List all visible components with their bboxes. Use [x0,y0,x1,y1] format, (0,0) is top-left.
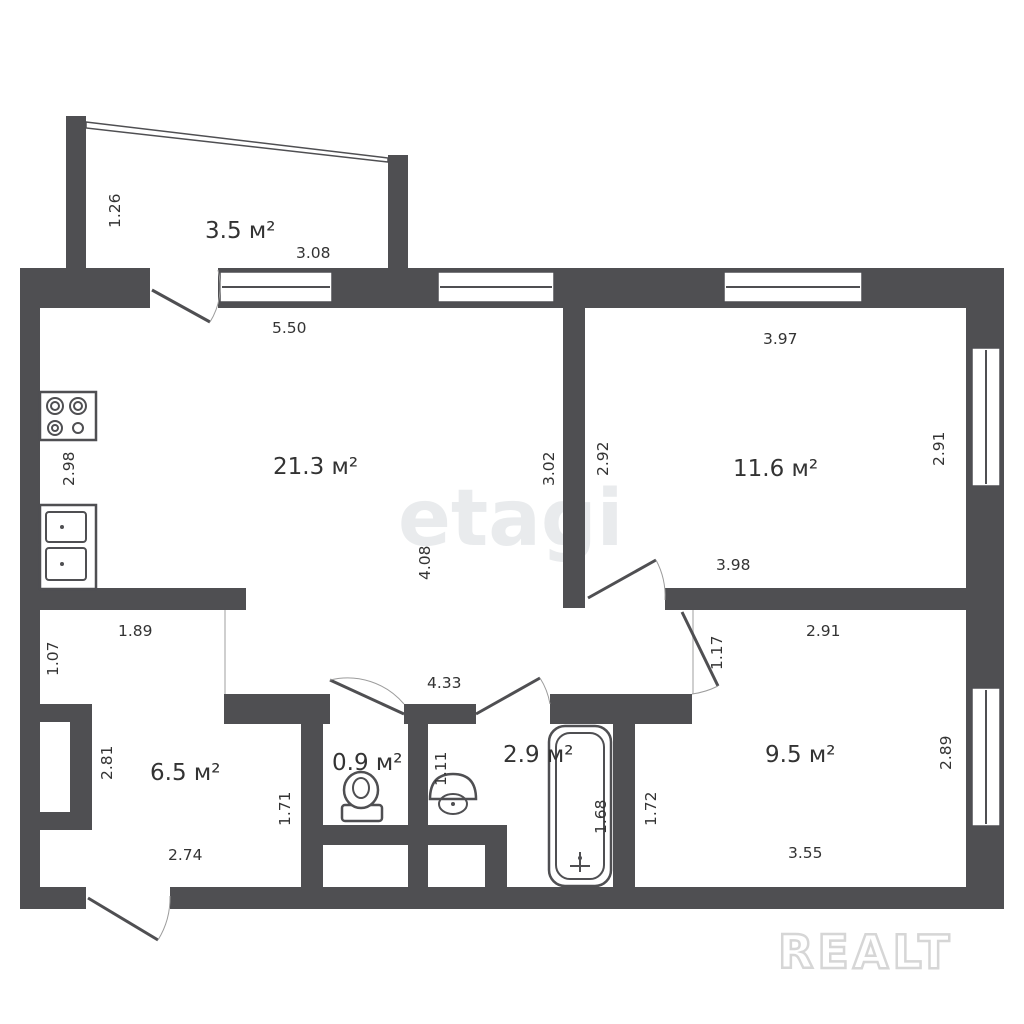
balcony-wall-left [66,116,86,270]
dim-bed1-bottom: 3.98 [716,556,751,574]
area-bedroom-1: 11.6 м² [733,456,818,482]
wall-bath-bed2 [613,704,635,894]
dim-balcony-w: 3.08 [296,244,331,262]
dim-hall-top: 1.89 [118,622,153,640]
dim-hall-right: 1.71 [276,791,294,826]
dim-bed2-right: 2.89 [937,735,955,770]
outer-wall-bottom [20,887,1004,909]
area-balcony: 3.5 м² [205,218,275,244]
dim-kitchen-top: 5.50 [272,319,307,337]
area-bedroom-2: 9.5 м² [765,742,835,768]
outer-wall-left [20,268,40,909]
area-kitchen-living: 21.3 м² [273,454,358,480]
wall-kitchen-hall [40,588,246,610]
washbasin-icon [428,772,478,815]
bathtub-icon [547,724,613,888]
toilet-icon [340,770,384,823]
wall-kitchen-bed1 [563,306,585,608]
realt-watermark: REALT [778,925,954,979]
kitchen-sink-icon [30,503,98,591]
etagi-watermark: etagi [398,474,623,564]
dim-door-gap: 1.17 [708,635,726,670]
dim-bed2-top: 2.91 [806,622,841,640]
dim-hall-bottom: 2.74 [168,846,203,864]
balcony-wall-right [388,155,408,270]
dim-bed2-left: 1.72 [642,791,660,826]
dim-kitchen-right: 3.02 [540,451,558,486]
dim-hall-left: 1.07 [44,641,62,676]
wall-wc-bath [408,704,428,894]
doors [86,268,720,942]
area-toilet: 0.9 м² [332,750,402,776]
dim-bed2-bottom: 3.55 [788,844,823,862]
dim-bed1-right: 2.91 [930,431,948,466]
wall-shaft-right [485,825,507,895]
dim-kitchen-mid: 4.08 [416,545,434,580]
wall-bed1-bed2 [665,588,966,610]
dimension-labels: 1.26 3.08 5.50 2.98 3.02 4.08 4.33 3.97 … [44,193,955,864]
dim-balcony-h: 1.26 [106,193,124,228]
dim-bath-h: 1.68 [592,799,610,834]
hall-niche [40,722,70,812]
dim-hall-mid: 2.81 [98,745,116,780]
area-bathroom: 2.9 м² [503,742,573,768]
dim-toilet-h: 1.11 [432,751,450,786]
dim-kitchen-left: 2.98 [60,451,78,486]
stove-icon [38,390,98,442]
dim-corridor-w: 4.33 [427,674,462,692]
balcony-window [85,121,389,163]
windows [85,121,1001,827]
dim-bed1-left: 2.92 [594,441,612,476]
wall-shaft [301,825,507,845]
wall-hall-wc [301,704,323,894]
dim-bed1-top: 3.97 [763,330,798,348]
area-hall: 6.5 м² [150,760,220,786]
